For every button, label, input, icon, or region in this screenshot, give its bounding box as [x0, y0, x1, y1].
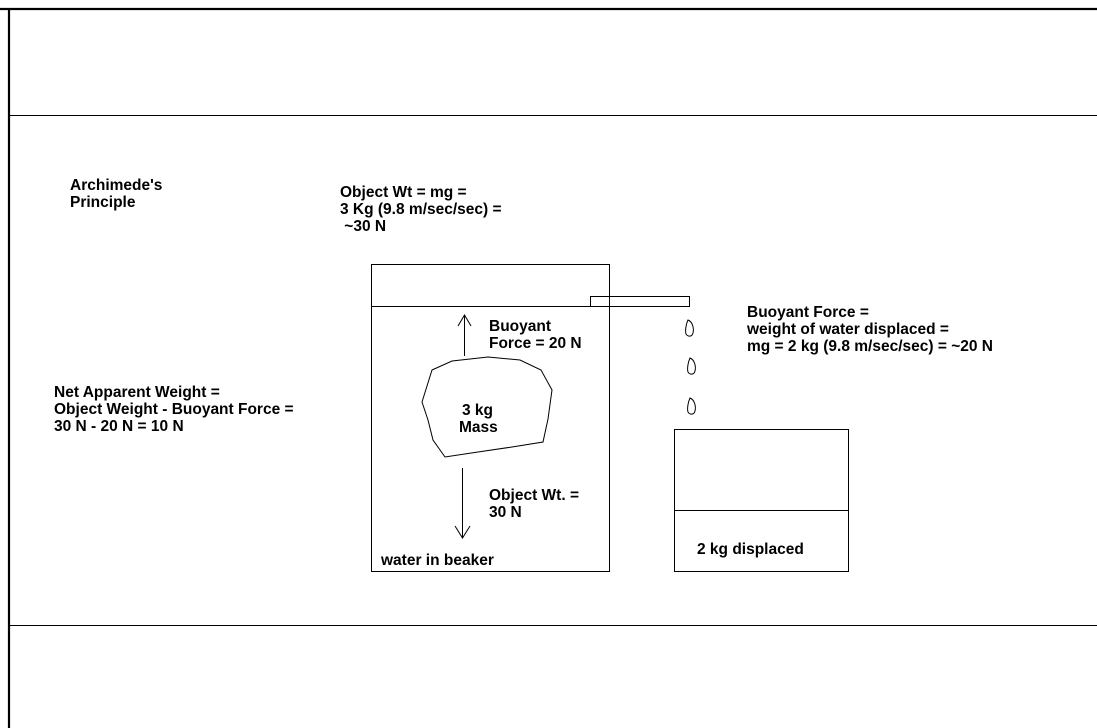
buoyant-force-formula-line: Buoyant Force = [747, 304, 993, 321]
object-weight-calculation: Object Wt = mg = 3 Kg (9.8 m/sec/sec) = … [340, 184, 502, 235]
overflow-spout [591, 297, 690, 307]
net-apparent-weight-text: Net Apparent Weight = Object Weight - Bu… [54, 384, 294, 435]
buoyant-force-label-line: Buoyant [489, 318, 582, 335]
object-weight-label-line: Object Wt. = [489, 487, 579, 504]
buoyant-force-formula: Buoyant Force = weight of water displace… [747, 304, 993, 355]
mass-label-line: Mass [459, 419, 498, 436]
mass-label: 3 kg Mass [459, 402, 498, 436]
mass-label-line: 3 kg [459, 402, 498, 419]
water-drop-1 [686, 320, 694, 336]
title-line: Principle [70, 194, 162, 211]
object-weight-label-line: 30 N [489, 504, 579, 521]
buoyant-force-formula-line: weight of water displaced = [747, 321, 993, 338]
buoyant-force-formula-line: mg = 2 kg (9.8 m/sec/sec) = ~20 N [747, 338, 993, 355]
net-apparent-weight-line: 30 N - 20 N = 10 N [54, 418, 294, 435]
net-apparent-weight-line: Net Apparent Weight = [54, 384, 294, 401]
title-line: Archimede's [70, 177, 162, 194]
diagram-title: Archimede's Principle [70, 177, 162, 211]
object-weight-calc-line: 3 Kg (9.8 m/sec/sec) = [340, 201, 502, 218]
net-apparent-weight-line: Object Weight - Buoyant Force = [54, 401, 294, 418]
water-drop-2 [688, 358, 696, 374]
object-weight-label: Object Wt. = 30 N [489, 487, 579, 521]
water-drop-3 [688, 398, 696, 414]
displaced-water-label: 2 kg displaced [697, 541, 804, 558]
beaker-label: water in beaker [381, 552, 494, 569]
buoyant-force-label-line: Force = 20 N [489, 335, 582, 352]
buoyant-force-label: Buoyant Force = 20 N [489, 318, 582, 352]
object-weight-calc-line: ~30 N [340, 218, 502, 235]
object-weight-calc-line: Object Wt = mg = [340, 184, 502, 201]
